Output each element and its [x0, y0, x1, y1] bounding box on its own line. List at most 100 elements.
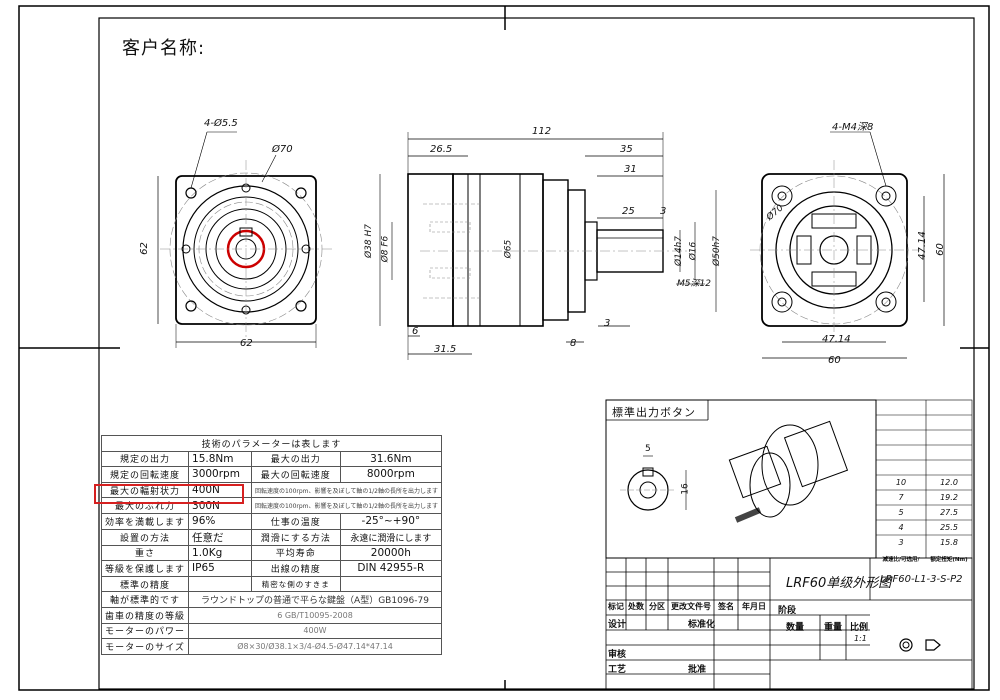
- dim-26-5: 26.5: [430, 144, 453, 155]
- standardize-label: 标准化: [688, 620, 716, 630]
- param-label: 等級を保護します: [100, 560, 190, 577]
- table-row: 効率を満載します 96% 仕事の温度 -25°~+90°: [100, 512, 443, 530]
- table-title-row: 技術のパラメーターは表します: [101, 435, 442, 452]
- dim-right-holes: 4-M4深8: [832, 122, 874, 133]
- param-label: モーターのサイズ: [100, 638, 190, 655]
- dim-31-5: 31.5: [434, 344, 457, 355]
- side-view: [379, 132, 717, 360]
- param-label: 効率を満載します: [100, 512, 190, 530]
- param-value: 96%: [188, 512, 252, 530]
- param-label: 規定の出力: [100, 450, 190, 468]
- drawing-name: LRF60单级外形图: [786, 576, 892, 591]
- table-row: 標準の精度 精密な側のすきま: [100, 575, 443, 593]
- param-value: 任意だ: [188, 528, 252, 546]
- param-value: Ø8×30/Ø38.1×3/4-Ø4.5-Ø47.14*47.14: [188, 638, 442, 655]
- dim-pcd: Ø70: [272, 144, 293, 155]
- table-row: 規定の出力 15.8Nm 最大の出力 31.6Nm: [100, 450, 443, 468]
- output-button-box: [605, 399, 877, 559]
- dim-35: 35: [620, 144, 633, 155]
- table-row: 歯車の精度の等級 6 GB/T10095-2008: [100, 606, 442, 624]
- dim-60-horizontal: 60: [828, 355, 841, 366]
- torque-header: 额定扭矩(Nm): [930, 557, 968, 563]
- param-value: 20000h: [339, 544, 443, 562]
- dim-16: Ø16: [688, 241, 699, 261]
- dim-14h7: Ø14h7: [673, 236, 684, 266]
- param-value: [188, 575, 252, 593]
- dim-65: Ø65: [503, 239, 514, 259]
- param-value: 15.8Nm: [188, 450, 252, 468]
- param-value: 31.6Nm: [339, 450, 443, 468]
- dim-left-width: 62: [240, 338, 253, 349]
- param-label: 設置の方法: [100, 528, 190, 546]
- revision-labels: 标记 处数 分区 更改文件号 签名 年月日: [606, 601, 770, 612]
- table-row: モーターのパワー 400W: [100, 622, 442, 640]
- dim-3-top: 3: [660, 206, 667, 217]
- dim-8: 8: [570, 338, 577, 349]
- param-value: 400W: [188, 622, 442, 640]
- param-value: -25°~+90°: [339, 512, 443, 530]
- ratio-value: 3: [898, 538, 904, 547]
- param-value: 1.0Kg: [188, 544, 252, 562]
- param-note: 回転速度の100rpm、影響を及ぼして軸の1/2軸の長所を出力します: [250, 481, 443, 499]
- param-value: 8000rpm: [339, 466, 443, 483]
- ratio-value: 10: [895, 478, 907, 487]
- param-label: 精密な側のすきま: [250, 575, 341, 593]
- highlight-box: [94, 484, 244, 504]
- dim-50h7: Ø50h7: [711, 236, 722, 266]
- ratio-header: 减速比/可选用/: [882, 557, 920, 563]
- torque-value: 12.0: [940, 478, 958, 487]
- rev-label: 更改文件号: [671, 602, 711, 611]
- dim-38h7: Ø38 H7: [363, 224, 374, 258]
- dim-6: 6: [412, 326, 419, 337]
- param-value: 永遠に潤滑にします: [339, 528, 443, 546]
- param-label: 潤滑にする方法: [250, 528, 341, 546]
- param-value: 3000rpm: [188, 466, 252, 483]
- table-row: 最大の輻射状力 400N 回転速度の100rpm、影響を及ぼして軸の1/2軸の長…: [100, 481, 443, 499]
- param-value: IP65: [188, 560, 252, 577]
- ratio-grid: [875, 399, 973, 559]
- table-row: 規定の回転速度 3000rpm 最大の回転速度 8000rpm: [100, 466, 443, 483]
- dim-left-height: 62: [138, 242, 150, 255]
- rev-label: 标记: [608, 602, 624, 611]
- param-value: 6 GB/T10095-2008: [188, 606, 442, 624]
- param-value: DIN 42955-R: [339, 560, 443, 577]
- table-row: 重さ 1.0Kg 平均寿命 20000h: [100, 544, 443, 562]
- ratio-header-row: 减速比/可选用/额定扭矩(Nm): [876, 550, 972, 568]
- dim-47-14-horizontal: 47.14: [822, 334, 851, 345]
- table-row: 設置の方法 任意だ 潤滑にする方法 永遠に潤滑にします: [100, 528, 443, 546]
- output-button-dim-16: 16: [680, 483, 691, 495]
- output-button-dim-5: 5: [645, 444, 651, 454]
- param-note: 回転速度の100rpm、影響を及ぼして軸の1/2軸の長所を出力します: [250, 497, 443, 514]
- review-label: 审核: [608, 650, 627, 660]
- param-label: 出線の精度: [250, 560, 341, 577]
- table-row: 最大のぶれ力 300N 回転速度の100rpm、影響を及ぼして軸の1/2軸の長所…: [100, 497, 443, 514]
- process-label: 工艺: [608, 665, 627, 675]
- param-label: 規定の回転速度: [100, 466, 190, 483]
- torque-value: 19.2: [940, 493, 958, 502]
- table-row: モーターのサイズ Ø8×30/Ø38.1×3/4-Ø4.5-Ø47.14*47.…: [100, 638, 442, 655]
- param-value: [339, 575, 443, 593]
- param-label: 歯車の精度の等級: [100, 606, 190, 624]
- param-label: モーターのパワー: [100, 622, 190, 640]
- table-row: 等級を保護します IP65 出線の精度 DIN 42955-R: [100, 560, 443, 577]
- param-label: 最大の出力: [250, 450, 341, 468]
- dim-m5: M5深12: [677, 279, 711, 289]
- ratio-row: 10 12.0: [876, 475, 972, 490]
- dim-8f6: Ø8 F6: [380, 235, 391, 263]
- weight-label: 重量: [824, 623, 843, 633]
- ratio-value: 4: [898, 523, 904, 532]
- dim-60-vertical: 60: [934, 243, 946, 256]
- torque-value: 27.5: [940, 508, 958, 517]
- dim-25: 25: [622, 206, 635, 217]
- ratio-value: 7: [898, 493, 904, 502]
- param-label: 平均寿命: [250, 544, 341, 562]
- qty-label: 数量: [786, 623, 805, 633]
- rear-view: [750, 131, 945, 359]
- table-row: 軸が標準的です ラウンドトップの普通で平らな鍵盤（A型）GB1096-79: [100, 591, 442, 608]
- dim-total-length: 112: [532, 126, 552, 137]
- scale-value: 1:1: [854, 634, 867, 643]
